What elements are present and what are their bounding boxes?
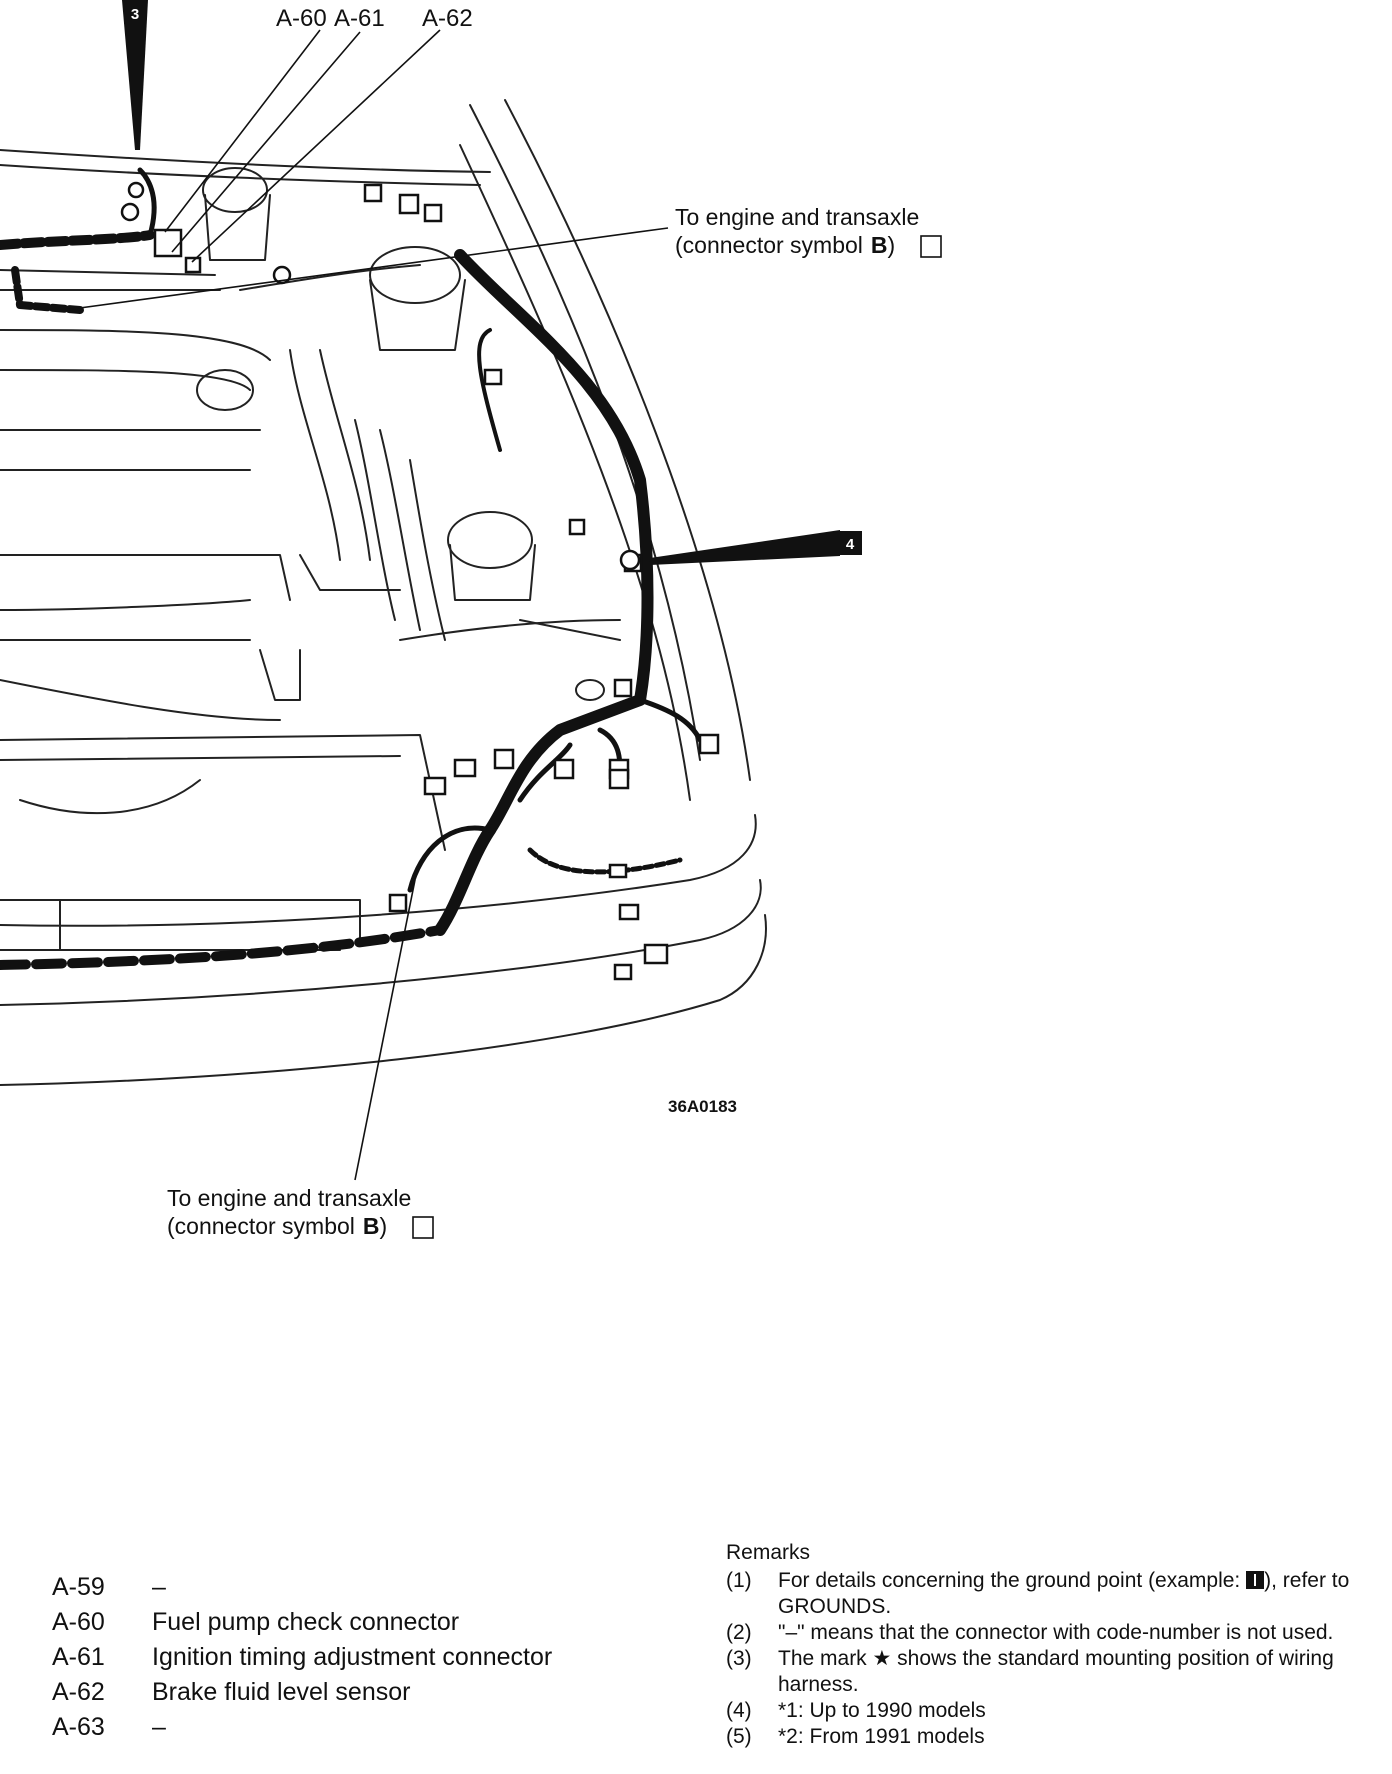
ground-pointer-right xyxy=(650,530,840,565)
connector-legend: A-59 – A-60 Fuel pump check connector A-61… xyxy=(52,1570,552,1745)
ground-badge-right xyxy=(838,531,862,555)
ground-pointer-left xyxy=(122,0,148,150)
remark-number: (2) xyxy=(726,1621,752,1644)
remark-text: For details concerning the ground point … xyxy=(778,1569,1350,1618)
connector-symbol-box-top xyxy=(920,235,942,258)
legend-code: A-63 xyxy=(52,1713,105,1741)
connectors xyxy=(120,181,720,981)
ground-badge-left xyxy=(124,2,146,24)
remark-text: "–" means that the connector with code-n… xyxy=(778,1621,1334,1644)
legend-row: A-61 Ignition timing adjustment connector xyxy=(52,1640,552,1675)
legend-desc: Ignition timing adjustment connector xyxy=(152,1643,553,1671)
wiring-diagram: 3 4 A-60 A-61 A-62 To engine and transax… xyxy=(0,0,942,1239)
legend-row: A-59 – xyxy=(52,1570,552,1605)
ground-badge-left-label: 3 xyxy=(131,6,139,23)
engine-bay-outline xyxy=(0,99,767,1086)
connector-label-a62: A-62 xyxy=(422,5,473,32)
remark-number: (3) xyxy=(726,1647,752,1670)
remarks-section: Remarks (1) For details concerning the g… xyxy=(726,1540,1390,1750)
legend-code: A-60 xyxy=(52,1608,105,1636)
legend-desc: Fuel pump check connector xyxy=(152,1608,460,1636)
legend-row: A-60 Fuel pump check connector xyxy=(52,1605,552,1640)
wiring-harness xyxy=(0,167,703,970)
remark-number: (5) xyxy=(726,1725,752,1748)
remark-item: (5) *2: From 1991 models xyxy=(726,1724,1390,1750)
connector-symbol-box-bottom xyxy=(412,1216,434,1239)
remark-item: (1) For details concerning the ground po… xyxy=(726,1568,1390,1620)
legend-code: A-62 xyxy=(52,1678,105,1706)
remark-text: The mark ★ shows the standard mounting p… xyxy=(778,1647,1334,1696)
remark-text: *1: Up to 1990 models xyxy=(778,1699,986,1722)
legend-row: A-62 Brake fluid level sensor xyxy=(52,1675,552,1710)
callout-top-line1: To engine and transaxle xyxy=(675,204,919,230)
remark-item: (3) The mark ★ shows the standard mounti… xyxy=(726,1646,1390,1698)
remark-item: (2) "–" means that the connector with co… xyxy=(726,1620,1390,1646)
callout-bottom-line1: To engine and transaxle xyxy=(167,1185,411,1211)
remark-text: *2: From 1991 models xyxy=(778,1725,985,1748)
figure-code: 36A0183 xyxy=(668,1097,737,1116)
legend-row: A-63 – xyxy=(52,1710,552,1745)
leader-lines xyxy=(64,29,841,1181)
remarks-title: Remarks xyxy=(726,1541,811,1564)
legend-desc: – xyxy=(152,1573,166,1601)
ground-badge-right-label: 4 xyxy=(846,536,855,553)
connector-label-a61: A-61 xyxy=(334,5,385,32)
remark-item: (4) *1: Up to 1990 models xyxy=(726,1698,1390,1724)
remark-number: (1) xyxy=(726,1569,752,1592)
remark-number: (4) xyxy=(726,1699,752,1722)
legend-desc: – xyxy=(152,1713,166,1741)
legend-desc: Brake fluid level sensor xyxy=(152,1678,411,1706)
ground-badge-example-icon xyxy=(1246,1571,1265,1589)
connector-label-a60: A-60 xyxy=(276,5,327,32)
legend-code: A-59 xyxy=(52,1573,105,1601)
legend-code: A-61 xyxy=(52,1643,105,1671)
